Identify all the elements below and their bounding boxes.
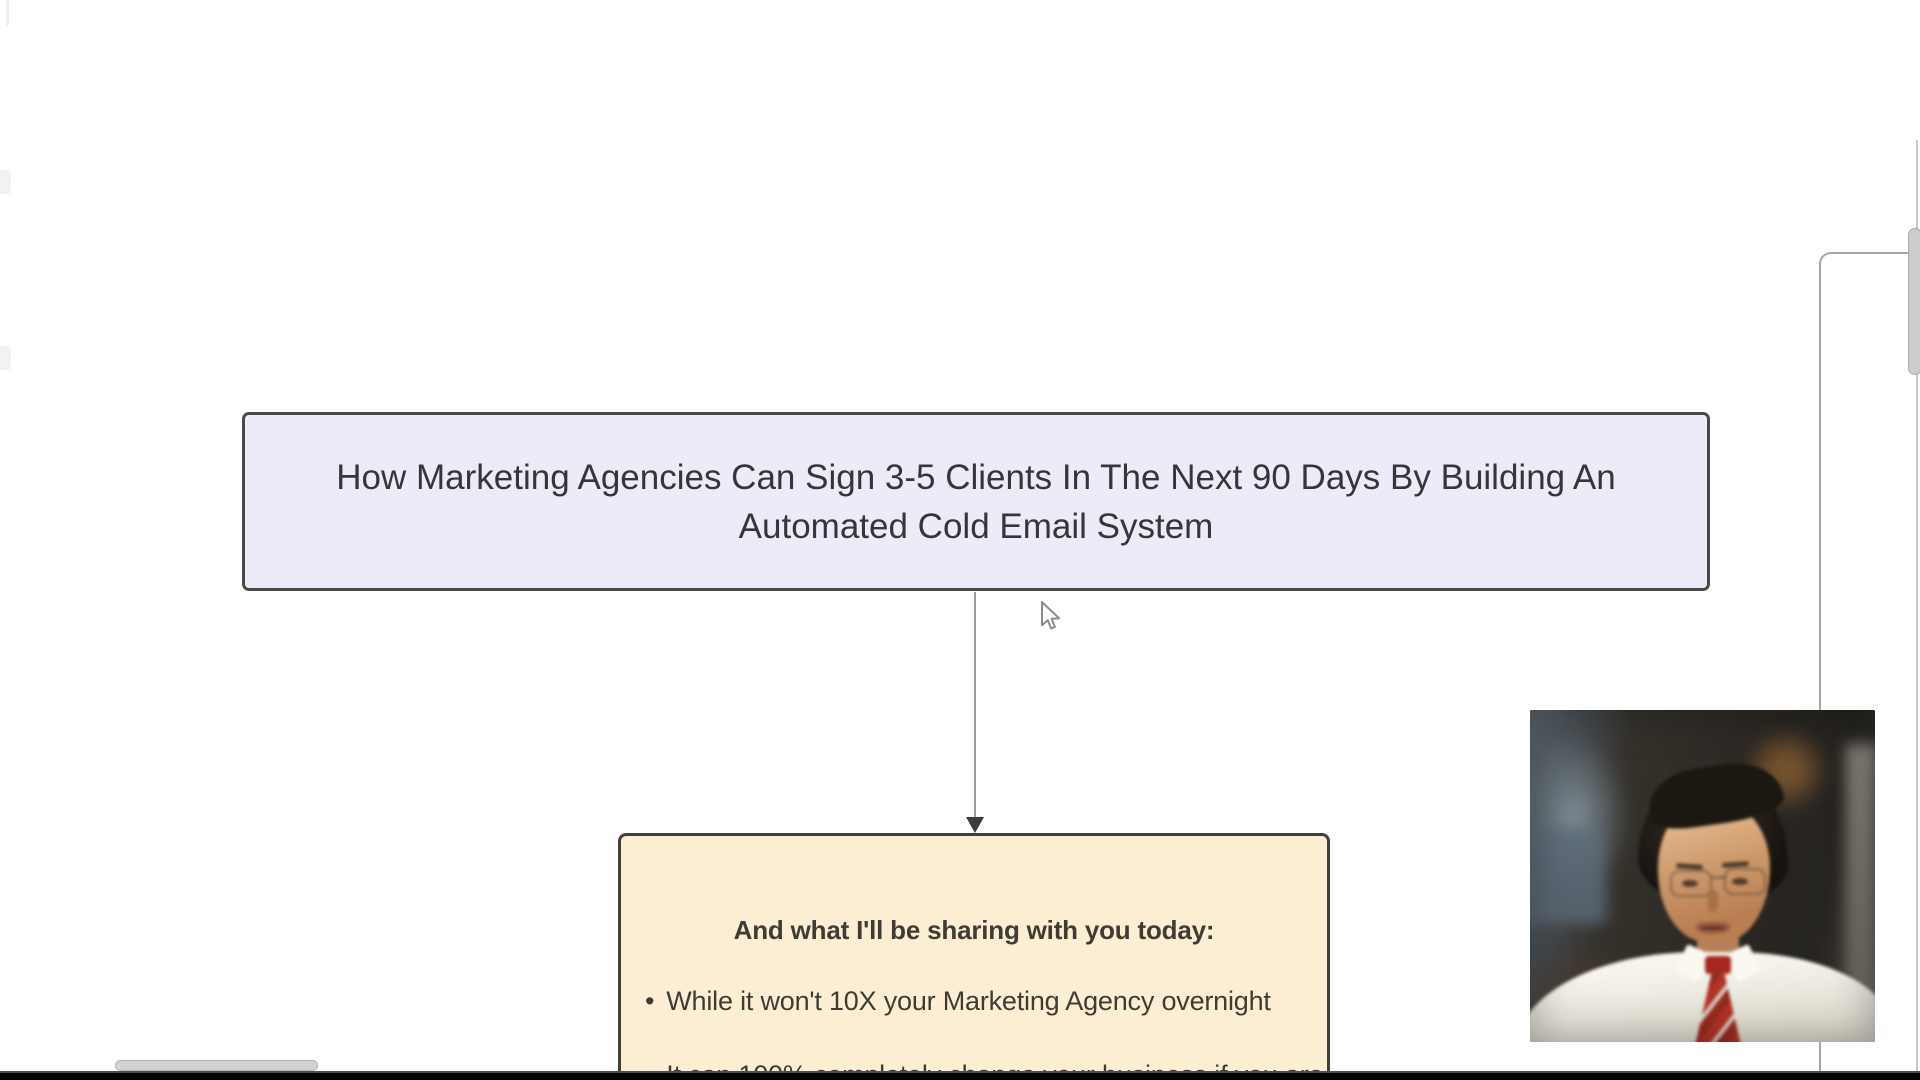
bullet-glyph: • (645, 986, 655, 1016)
horizontal-scrollbar-thumb[interactable] (115, 1060, 318, 1071)
presenter (1530, 710, 1875, 1042)
container-frame-shape[interactable] (1819, 252, 1920, 1080)
mouse-cursor-icon (1041, 601, 1061, 630)
agenda-bullet-1-text: While it won't 10X your Marketing Agency… (666, 986, 1271, 1016)
left-edge-artifact (6, 0, 9, 26)
arrow-head-icon (966, 817, 984, 833)
tie-knot (1705, 956, 1731, 974)
presenter-mouth (1696, 922, 1730, 934)
arrow-line (974, 592, 976, 820)
presenter-eye (1732, 878, 1748, 885)
title-card[interactable]: How Marketing Agencies Can Sign 3-5 Clie… (242, 412, 1710, 591)
window-light (1530, 829, 1607, 924)
presenter-eye (1682, 880, 1698, 887)
left-edge-tab (0, 346, 11, 370)
glasses-bridge (1710, 876, 1726, 879)
vertical-scrollbar-thumb[interactable] (1908, 228, 1920, 375)
title-line-2: Automated Cold Email System (738, 506, 1214, 546)
agenda-bullet-1: • While it won't 10X your Marketing Agen… (645, 982, 1271, 1020)
webcam-overlay (1530, 710, 1875, 1042)
agenda-card[interactable]: And what I'll be sharing with you today:… (618, 833, 1330, 1080)
agenda-heading: And what I'll be sharing with you today: (733, 915, 1215, 945)
title-line-1: How Marketing Agencies Can Sign 3-5 Clie… (336, 457, 1616, 497)
left-edge-tab (0, 170, 11, 194)
scrollbar-track-edge (1916, 140, 1918, 1071)
bullet-glyph: • (645, 1060, 655, 1080)
glasses-lens (1670, 870, 1712, 897)
glasses-lens (1724, 868, 1766, 895)
bottom-letterbox-bar (0, 1071, 1920, 1080)
